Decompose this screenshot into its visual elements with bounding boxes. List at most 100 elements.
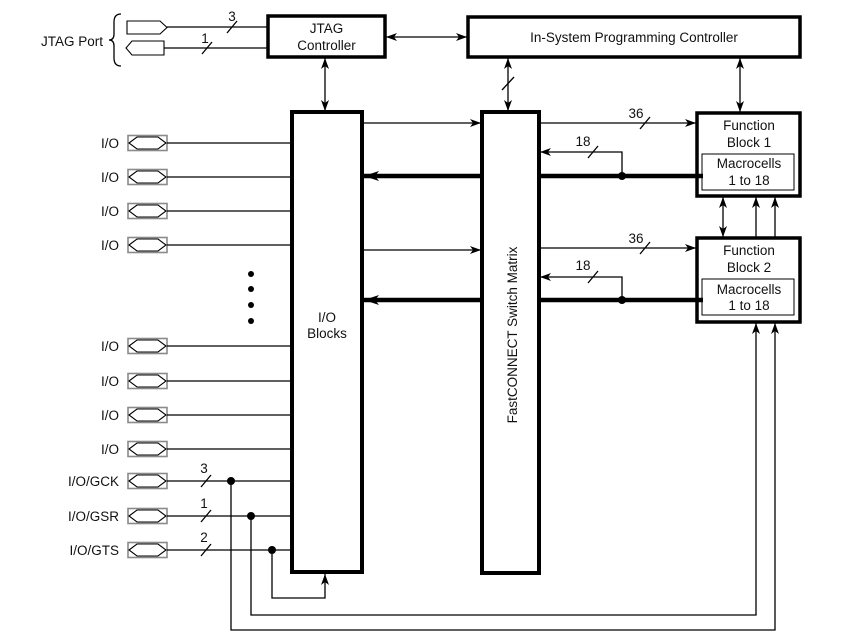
gck-to-fb2-route [230, 323, 779, 631]
bidirectional-pin-icon [127, 134, 168, 152]
io-pins-ellipsis [248, 271, 254, 324]
global-pin-gck-bus-width: 3 [200, 461, 208, 476]
ellipsis-dot [248, 318, 254, 324]
global-pin-gsr-label: I/O/GSR [68, 509, 119, 524]
function-block-1-macrocells-label-1: Macrocells [717, 156, 782, 171]
isp-controller-block: In-System Programming Controller [466, 15, 802, 59]
bidirectional-pin-glyph [128, 509, 167, 523]
function-block-1-macrocells-box [701, 153, 795, 191]
global-pin-gts-label: I/O/GTS [69, 543, 119, 558]
io-pin-2: I/O [101, 168, 292, 186]
bidirectional-pin-glyph [128, 204, 167, 218]
bidirectional-pin-glyph [128, 543, 167, 557]
switch-to-fb2-bus-slash [639, 241, 651, 255]
function-block-2-macrocells-label-2: 1 to 18 [728, 298, 769, 313]
global-pin-gsr: I/O/GSR 1 [68, 496, 292, 525]
bidirectional-pin-icon [127, 236, 168, 254]
global-pins: I/O/GCK 3I/O/GSR 1I/O/GTS 2 [68, 461, 292, 559]
isp-switch-matrix-bus-slash [501, 76, 515, 91]
jtag-out-bus-width: 3 [228, 9, 236, 24]
switch-matrix-box [480, 110, 541, 575]
io-pin-6: I/O [101, 372, 292, 390]
bidirectional-pin-icon [127, 372, 168, 390]
isp-controller-label: In-System Programming Controller [530, 30, 738, 45]
switch-matrix-label: FastCONNECT Switch Matrix [505, 246, 520, 423]
io-pin-8-label: I/O [101, 442, 119, 457]
function-block-2-title-2: Block 2 [727, 260, 771, 275]
io-pin-6-label: I/O [101, 374, 119, 389]
io-pin-5-label: I/O [101, 339, 119, 354]
io-pin-3-label: I/O [101, 204, 119, 219]
bidirectional-pin-glyph [128, 408, 167, 422]
function-block-1-title-2: Block 1 [727, 135, 771, 150]
fb1-junction-dot [618, 172, 626, 180]
bidirectional-pin-glyph [128, 170, 167, 184]
global-pin-gck: I/O/GCK 3 [68, 461, 292, 490]
ellipsis-dot [248, 302, 254, 308]
io-pin-7: I/O [101, 406, 292, 424]
global-pin-gck-bus-slash [200, 474, 212, 488]
global-pin-gts-bus-width: 2 [200, 530, 208, 545]
function-block-1: Function Block 1 Macrocells 1 to 18 [695, 111, 802, 198]
bidirectional-pin-icon [127, 440, 168, 458]
io-pin-1-label: I/O [101, 136, 119, 151]
function-block-2-macrocells-box [701, 278, 795, 316]
global-pin-gck-label: I/O/GCK [68, 474, 119, 489]
io-pin-1: I/O [101, 134, 292, 152]
jtag-in-bus-slash [201, 41, 213, 55]
function-block-2-macrocells-label-1: Macrocells [717, 282, 782, 297]
io-pin-7-label: I/O [101, 408, 119, 423]
bidirectional-pin-icon [127, 406, 168, 424]
io-pin-3: I/O [101, 202, 292, 220]
io-pins: I/O I/O I/O I/O I/O I/O I/O I/O [101, 134, 292, 458]
gsr-to-fb2-route [250, 323, 760, 616]
jtag-output-pin-icon [126, 20, 168, 35]
jtag-in-bus-width: 1 [201, 31, 209, 46]
bidirectional-pin-glyph [128, 238, 167, 252]
bidirectional-pin-glyph [128, 474, 167, 488]
jtag-port-brace [108, 13, 122, 67]
jtag-controller-label-2: Controller [297, 38, 356, 53]
io-blocks-box [290, 110, 364, 574]
jtag-controller-label-1: JTAG [310, 21, 344, 36]
io-pin-5: I/O [101, 337, 292, 355]
bidirectional-pin-icon [127, 168, 168, 186]
fb1-feedback-bus-arrow [540, 148, 623, 176]
bidirectional-pin-icon [127, 202, 168, 220]
global-pin-gts-bus-slash [200, 543, 212, 557]
fb2-feedback-bus-slash [587, 270, 599, 284]
bidirectional-pin-glyph [128, 374, 167, 388]
jtag-out-bus-slash [226, 20, 238, 34]
switch-to-fb1-bus-slash [639, 116, 651, 130]
bidirectional-pin-glyph [128, 442, 167, 456]
io-pin-8: I/O [101, 440, 292, 458]
fb2-junction-dot [618, 296, 626, 304]
global-pin-gsr-bus-slash [200, 509, 212, 523]
ellipsis-dot [248, 286, 254, 292]
bidirectional-pin-icon [127, 507, 168, 525]
global-pin-gsr-bus-width: 1 [200, 496, 208, 511]
bidirectional-pin-icon [127, 541, 168, 559]
gts-to-io-blocks-route [271, 550, 329, 599]
ellipsis-dot [248, 271, 254, 277]
function-block-1-title-1: Function [723, 118, 775, 133]
bidirectional-pin-icon [127, 337, 168, 355]
io-blocks-label-2: Blocks [307, 326, 347, 341]
bidirectional-pin-glyph [128, 339, 167, 353]
fb1-feedback-bus-slash [587, 145, 599, 159]
io-blocks: I/O Blocks [290, 110, 364, 574]
io-blocks-label-1: I/O [318, 310, 336, 325]
isp-controller-box [466, 15, 802, 59]
jtag-controller-block: JTAG Controller [266, 14, 387, 59]
io-pin-2-label: I/O [101, 170, 119, 185]
global-pin-gts: I/O/GTS 2 [69, 530, 292, 559]
function-block-1-macrocells-label-2: 1 to 18 [728, 173, 769, 188]
jtag-port: JTAG Port 3 1 [41, 9, 268, 67]
fb1-feedback-bus-width: 18 [575, 134, 590, 149]
jtag-controller-box [266, 14, 387, 59]
jtag-input-pin-icon [125, 40, 165, 56]
fb2-feedback-bus-width: 18 [575, 258, 590, 273]
switch-to-fb1-bus-width: 36 [628, 106, 643, 121]
io-pin-4: I/O [101, 236, 292, 254]
